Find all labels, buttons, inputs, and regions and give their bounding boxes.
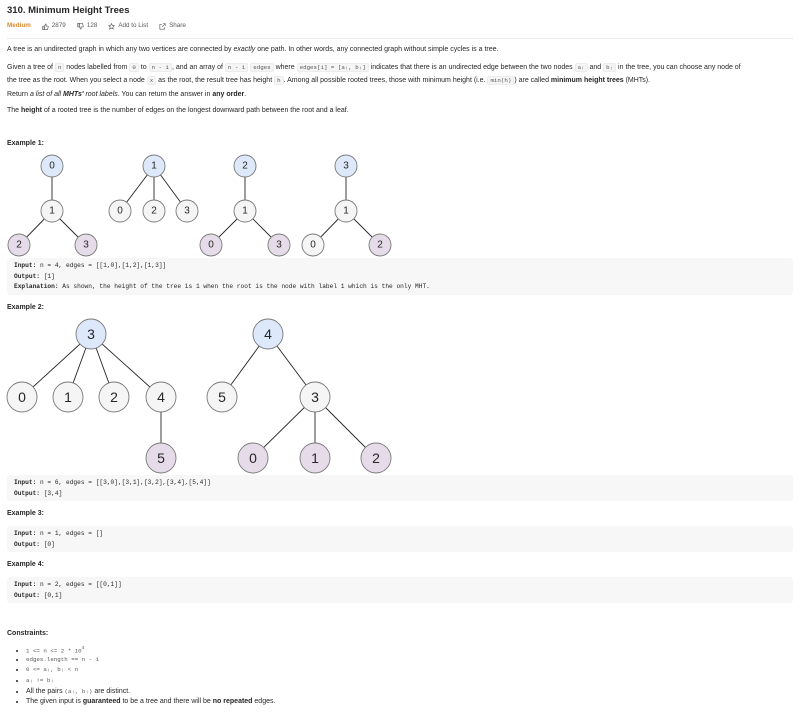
tree-node — [360, 442, 392, 474]
tree-node — [299, 442, 331, 474]
description-paragraph-4: The height of a rooted tree is the numbe… — [7, 107, 349, 114]
example-2-tree-root-3: 3 0 1 2 4 5 — [6, 318, 177, 474]
tree-node — [142, 154, 166, 178]
share-label: Share — [169, 21, 186, 29]
tree-node — [40, 199, 64, 223]
node-label: 2 — [151, 206, 157, 217]
node-label: 0 — [49, 161, 55, 172]
tree-node — [252, 318, 284, 350]
example-2-code: Input: n = 6, edges = [[3,0],[3,1],[3,2]… — [7, 475, 793, 501]
constraints-heading: Constraints: — [7, 630, 49, 637]
tree-node — [145, 381, 177, 413]
thumbs-down-icon — [77, 22, 84, 29]
like-button[interactable]: 2879 — [42, 22, 66, 31]
node-label: 3 — [311, 389, 319, 405]
node-label: 2 — [377, 240, 383, 251]
add-to-list-label: Add to List — [118, 21, 149, 29]
tree-node — [142, 199, 166, 223]
problem-title: 310. Minimum Height Trees — [7, 5, 130, 16]
example-3-code: Input: n = 1, edges = [] Output: [0] — [7, 526, 793, 552]
tree-node — [52, 381, 84, 413]
node-label: 5 — [218, 389, 226, 405]
node-label: 0 — [208, 240, 214, 251]
node-label: 5 — [157, 450, 165, 466]
tree-node — [237, 442, 269, 474]
node-label: 2 — [110, 389, 118, 405]
node-label: 2 — [242, 161, 248, 172]
example-1-tree-root-1: 1 0 2 3 — [108, 154, 199, 223]
node-label: 4 — [264, 326, 272, 342]
constraint-item: The given input is guaranteed to be a tr… — [26, 697, 275, 708]
constraint-item: aᵢ != bᵢ — [26, 676, 275, 687]
share-button[interactable]: Share — [159, 22, 186, 31]
node-label: 1 — [343, 206, 349, 217]
tree-node — [199, 233, 223, 257]
constraint-item: All the pairs (aᵢ, bᵢ) are distinct. — [26, 687, 275, 698]
problem-meta: Medium 2879 128 Add to List Share — [7, 21, 197, 31]
tree-node — [175, 199, 199, 223]
node-label: 4 — [157, 389, 165, 405]
node-label: 0 — [18, 389, 26, 405]
example-4-heading: Example 4: — [7, 561, 44, 568]
star-icon — [108, 22, 116, 30]
tree-node — [75, 318, 107, 350]
node-label: 2 — [16, 240, 22, 251]
tree-node — [368, 233, 392, 257]
node-label: 3 — [87, 326, 95, 342]
thumbs-up-icon — [42, 23, 49, 30]
node-label: 1 — [311, 450, 319, 466]
node-label: 3 — [184, 206, 190, 217]
node-label: 2 — [372, 450, 380, 466]
tree-node — [7, 233, 31, 257]
description-paragraph-1: A tree is an undirected graph in which a… — [7, 46, 499, 53]
add-to-list-button[interactable]: Add to List — [108, 22, 148, 31]
constraints-list: 1 <= n <= 2 * 104 edges.length == n - 1 … — [26, 644, 275, 708]
tree-node — [108, 199, 132, 223]
tree-node — [233, 154, 257, 178]
tree-node — [233, 199, 257, 223]
constraint-item: edges.length == n - 1 — [26, 655, 275, 666]
difficulty-badge: Medium — [7, 21, 31, 29]
example-2-tree-root-4: 4 5 3 0 1 2 — [206, 318, 392, 474]
tree-node — [206, 381, 238, 413]
tree-node — [145, 442, 177, 474]
tree-node — [6, 381, 38, 413]
node-label: 3 — [343, 161, 349, 172]
example-1-code: Input: n = 4, edges = [[1,0],[1,2],[1,3]… — [7, 258, 793, 295]
node-label: 1 — [49, 206, 55, 217]
constraint-item: 1 <= n <= 2 * 104 — [26, 644, 275, 655]
header-divider — [7, 38, 793, 39]
tree-node — [334, 154, 358, 178]
tree-node — [301, 233, 325, 257]
example-2-heading: Example 2: — [7, 304, 44, 311]
example-3-heading: Example 3: — [7, 510, 44, 517]
example-1-tree-root-3: 3 1 0 2 — [301, 154, 392, 257]
node-label: 3 — [83, 240, 89, 251]
example-1-tree-root-2: 2 1 0 3 — [199, 154, 291, 257]
tree-node — [98, 381, 130, 413]
example-1-tree-root-0: 0 1 2 3 — [7, 154, 98, 257]
node-label: 3 — [276, 240, 282, 251]
constraint-item: 0 <= aᵢ, bᵢ < n — [26, 665, 275, 676]
dislike-button[interactable]: 128 — [77, 21, 98, 31]
node-label: 0 — [249, 450, 257, 466]
description-paragraph-2: Given a tree of n nodes labelled from 0 … — [7, 63, 741, 85]
example-4-code: Input: n = 2, edges = [[0,1]] Output: [0… — [7, 577, 793, 603]
tree-node — [299, 381, 331, 413]
share-icon — [159, 22, 166, 29]
node-label: 0 — [117, 206, 123, 217]
tree-node — [74, 233, 98, 257]
example-1-heading: Example 1: — [7, 140, 44, 147]
node-label: 1 — [242, 206, 248, 217]
description-paragraph-3: Return a list of all MHTs' root labels. … — [7, 91, 247, 98]
node-label: 1 — [64, 389, 72, 405]
node-label: 0 — [310, 240, 316, 251]
like-count: 2879 — [51, 21, 66, 29]
tree-node — [40, 154, 64, 178]
tree-node — [267, 233, 291, 257]
node-label: 1 — [151, 161, 157, 172]
dislike-count: 128 — [86, 21, 98, 29]
tree-node — [334, 199, 358, 223]
